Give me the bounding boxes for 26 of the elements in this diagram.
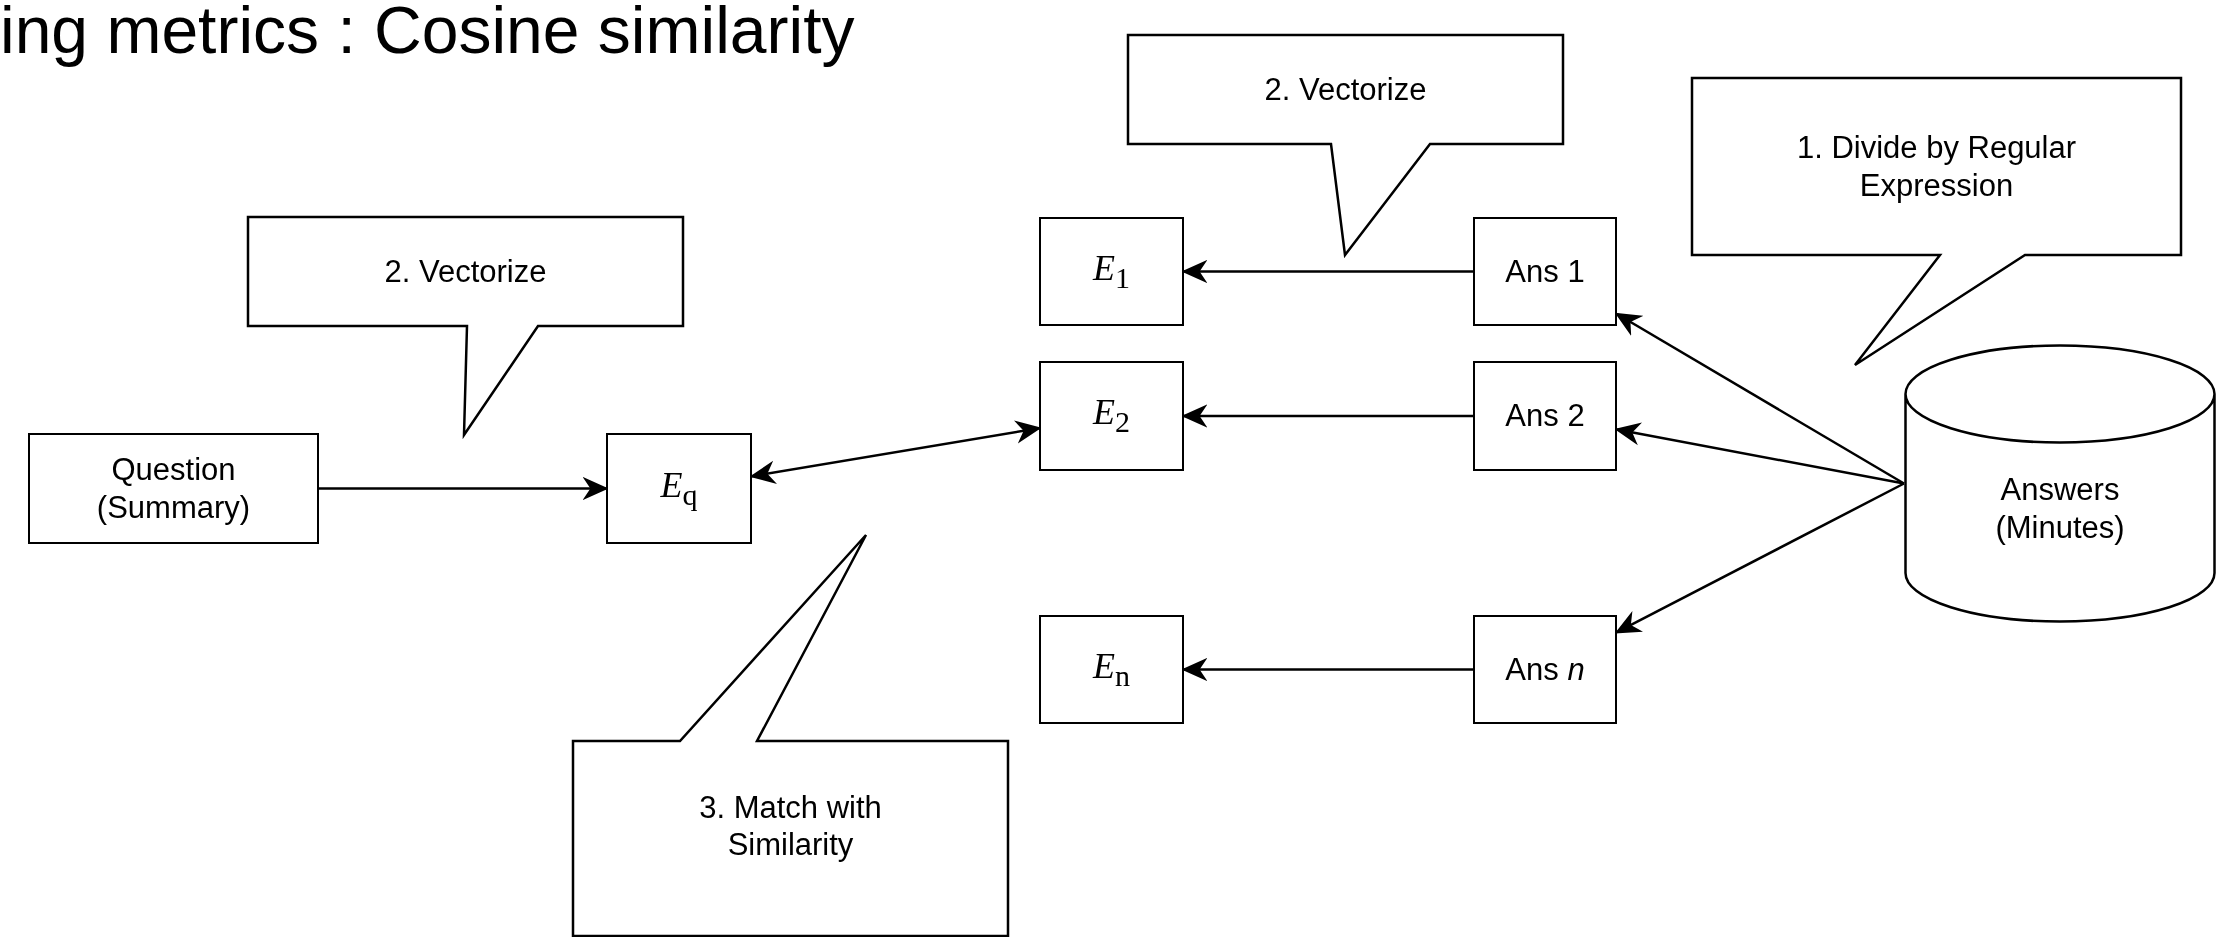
math-label: E$_{n}$ — [1093, 644, 1130, 695]
node-label: 1. Divide by Regular Expression — [1795, 129, 2078, 204]
math-label: E$_{q}$ — [660, 463, 698, 514]
node-label: Ans n — [1505, 650, 1585, 689]
process-box — [1039, 361, 1184, 471]
database-cylinder — [1904, 344, 2216, 623]
callout-box — [573, 535, 1008, 936]
title: ing metrics : Cosine similarity — [0, 0, 855, 67]
process-box — [28, 433, 319, 544]
math-label: E$_{1}$ — [1093, 246, 1130, 297]
callout-box — [1128, 35, 1563, 255]
node-label: Ans 2 — [1505, 397, 1585, 435]
node-label: 2. Vectorize — [384, 252, 547, 291]
node-label: Ans 1 — [1505, 252, 1585, 291]
callout-box — [1692, 78, 2181, 365]
node-label: 3. Match with Similarity — [698, 788, 883, 864]
process-box — [1473, 361, 1617, 471]
process-box — [606, 433, 752, 544]
math-label: E$_{2}$ — [1093, 391, 1130, 441]
process-box — [1473, 217, 1617, 326]
node-label: Question (Summary) — [95, 451, 252, 526]
process-box — [1473, 615, 1617, 724]
node-label: Answers (Minutes) — [1994, 471, 2126, 546]
node-label: 2. Vectorize — [1264, 70, 1427, 109]
process-box — [1039, 217, 1184, 326]
process-box — [1039, 615, 1184, 724]
